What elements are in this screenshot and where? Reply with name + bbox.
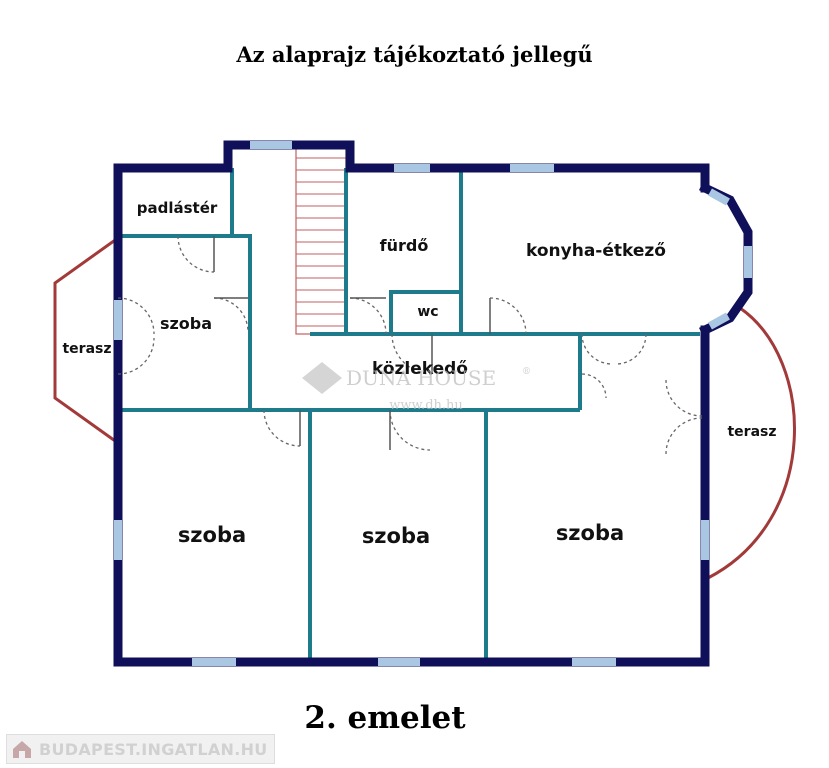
room-label-padlaster: padlástér	[137, 199, 218, 217]
logo-text: BUDAPEST.INGATLAN.HU	[39, 739, 268, 759]
room-label-kozlekedo: közlekedő	[372, 359, 468, 379]
room-label-szoba-3: szoba	[556, 521, 624, 545]
room-label-szoba-small: szoba	[160, 314, 212, 333]
staircase	[295, 147, 347, 335]
watermark-house-icon	[302, 362, 342, 394]
room-label-konyha-etkezo: konyha-étkező	[526, 241, 666, 261]
room-label-szoba-1: szoba	[178, 523, 246, 547]
house-logo-icon	[11, 738, 33, 760]
room-label-furdo: fürdő	[380, 236, 429, 255]
room-label-szoba-2: szoba	[362, 524, 430, 548]
doors	[117, 235, 703, 455]
bay-window-wall	[698, 181, 753, 337]
watermark-registered: ®	[522, 367, 531, 377]
watermark-brand: DUNA HOUSE	[346, 366, 496, 390]
watermark-url: www.dh.hu	[389, 398, 463, 413]
terrace-left-outline	[53, 236, 119, 445]
plan-disclaimer-title: Az alaprajz tájékoztató jellegű	[236, 42, 593, 67]
terrace-right-outline	[707, 306, 796, 580]
room-label-terasz-right: terasz	[727, 424, 776, 440]
windows	[114, 141, 752, 666]
room-label-wc: wc	[417, 304, 438, 320]
floor-label: 2. emelet	[304, 700, 466, 736]
site-logo: BUDAPEST.INGATLAN.HU	[6, 734, 275, 764]
inner-walls	[118, 168, 700, 662]
room-label-terasz-left: terasz	[62, 341, 111, 357]
watermark: DUNA HOUSE ® www.dh.hu	[302, 362, 531, 413]
